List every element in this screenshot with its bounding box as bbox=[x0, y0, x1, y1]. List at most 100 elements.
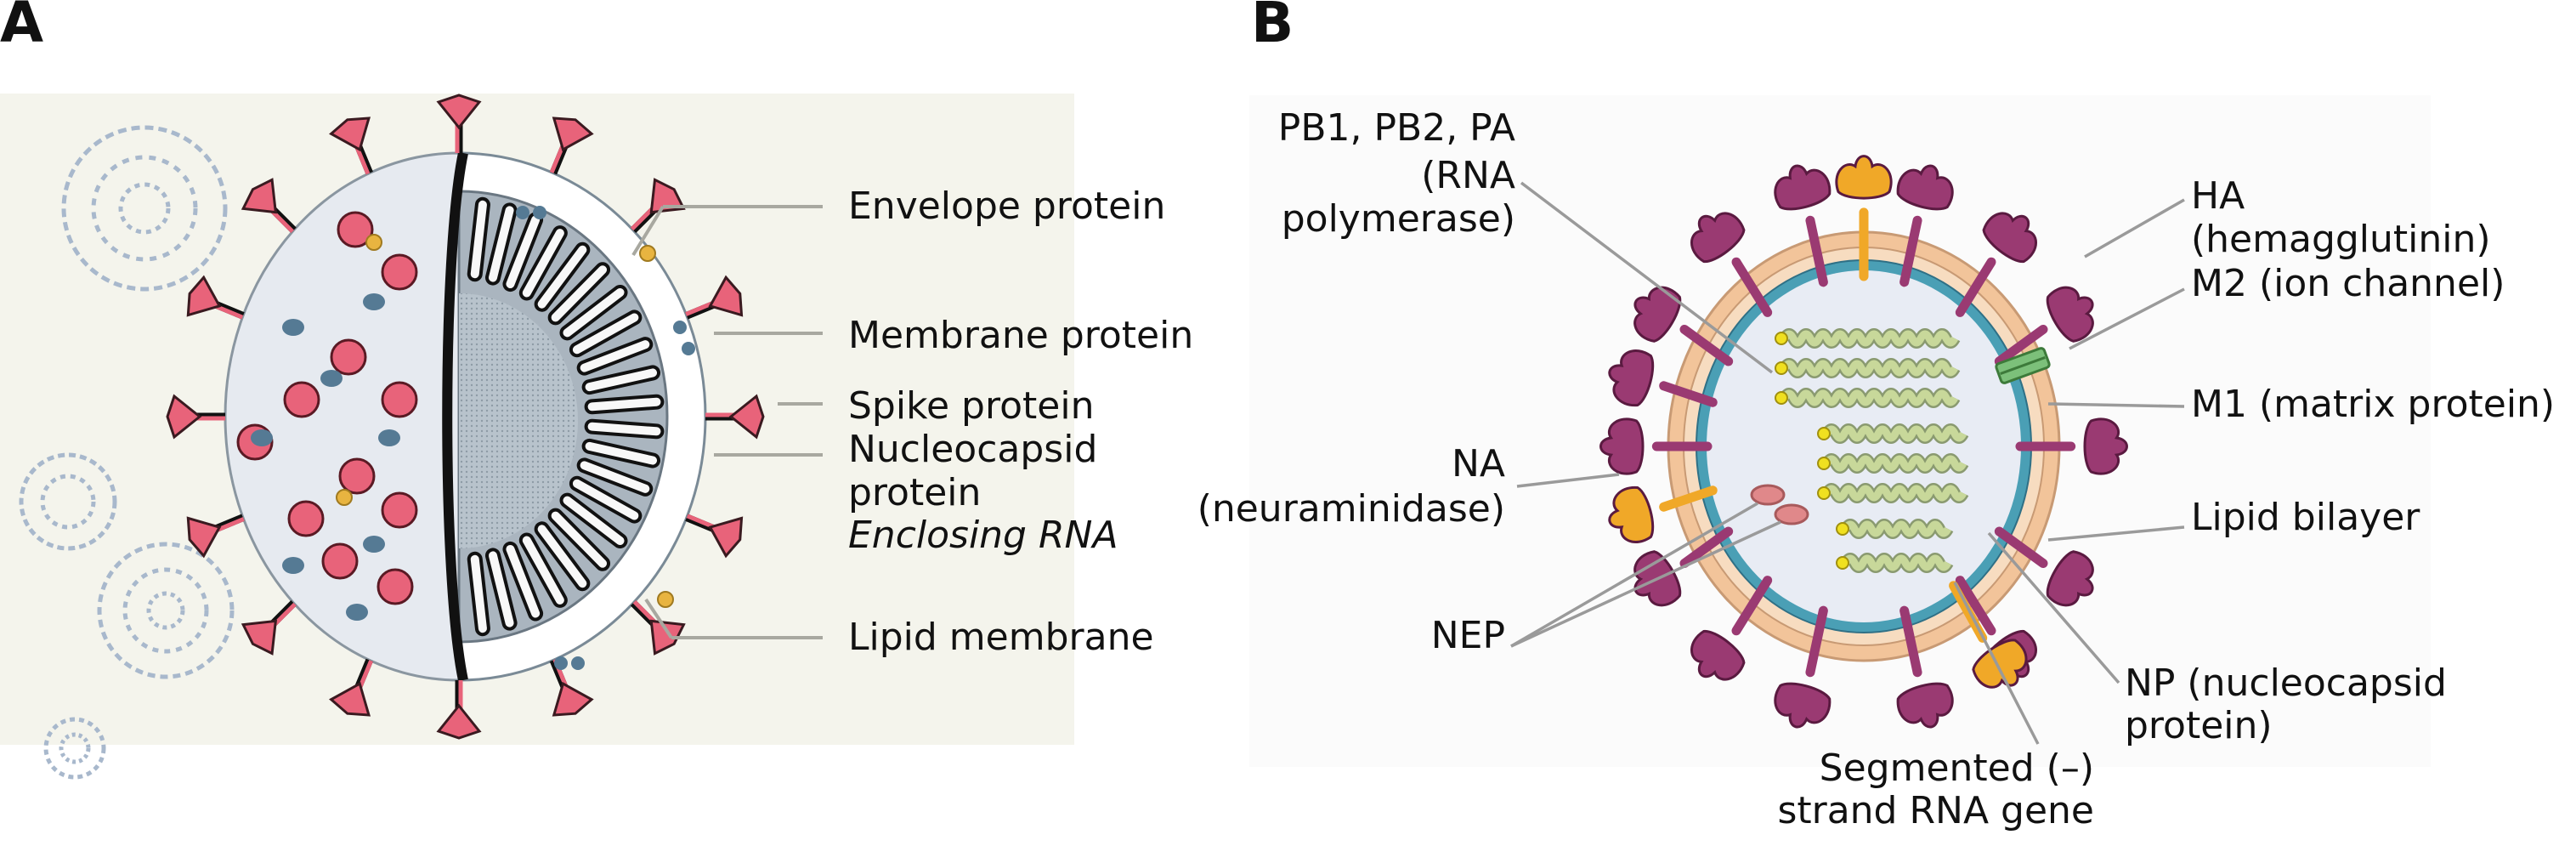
label-m2: M2 (ion channel) bbox=[2191, 262, 2505, 305]
neuraminidase-head bbox=[1972, 639, 2028, 689]
rna-segment bbox=[1842, 520, 1952, 537]
rna-polymerase-cap bbox=[1836, 556, 1849, 570]
nucleocapsid-ribbon bbox=[518, 225, 568, 301]
spike-protein bbox=[241, 178, 297, 233]
rna-polymerase-cap bbox=[1817, 427, 1831, 440]
nucleocapsid-ribbon bbox=[484, 548, 518, 631]
surface-spike-top bbox=[376, 568, 414, 605]
hemagglutinin-stalk bbox=[1679, 526, 1734, 569]
background-virus-icons bbox=[19, 125, 235, 780]
nucleocapsid-ribbon bbox=[581, 438, 661, 468]
nucleocapsid-ribbon bbox=[584, 418, 665, 440]
spike-protein bbox=[186, 514, 245, 559]
nep-oval-1 bbox=[1750, 484, 1786, 506]
nucleocapsid-ribbon bbox=[559, 284, 628, 341]
hemagglutinin-head bbox=[1774, 164, 1832, 211]
label-np-line2: protein) bbox=[2125, 704, 2273, 747]
neuraminidase-stalk bbox=[1659, 485, 1718, 512]
membrane-and-envelope-proteins bbox=[236, 206, 695, 670]
nucleocapsid-ribbon bbox=[484, 202, 518, 286]
nucleocapsid-ribbon bbox=[534, 241, 591, 312]
nucleocapsid-ribbon bbox=[467, 551, 490, 637]
hemagglutinin-stalk bbox=[1899, 605, 1922, 678]
background-virus-small bbox=[43, 717, 106, 780]
hemagglutinin-stalk bbox=[1994, 526, 2048, 569]
surface-spike-top bbox=[381, 253, 418, 291]
hemagglutinin-stalk bbox=[1731, 576, 1773, 636]
membrane-protein-dot bbox=[363, 293, 385, 310]
membrane-protein-dot bbox=[571, 656, 585, 670]
label-m1: M1 (matrix protein) bbox=[2191, 383, 2556, 426]
membrane-protein-dot bbox=[682, 342, 695, 355]
leader-ha bbox=[2084, 198, 2185, 258]
label-na: NA bbox=[1451, 442, 1505, 485]
rna-segment bbox=[1781, 389, 1959, 406]
hemagglutinin-head bbox=[1690, 629, 1746, 681]
nucleocapsid-ribbon bbox=[547, 262, 611, 326]
envelope-protein-dot bbox=[365, 234, 382, 251]
neuraminidase-head bbox=[1608, 486, 1655, 543]
spike-protein bbox=[186, 275, 245, 320]
hemagglutinin-head bbox=[1690, 212, 1746, 264]
hemagglutinin-stalk bbox=[1805, 215, 1828, 287]
hemagglutinin-stalk bbox=[1679, 324, 1734, 366]
hemagglutinin-stalk bbox=[1659, 381, 1718, 407]
nucleocapsid-ribbon bbox=[467, 196, 490, 282]
rna-segment bbox=[1842, 554, 1952, 571]
rna-segment bbox=[1781, 330, 1959, 347]
label-lipid-bilayer: Lipid bilayer bbox=[2191, 496, 2420, 539]
spike-protein bbox=[436, 680, 482, 740]
label-membrane-protein: Membrane protein bbox=[848, 314, 1194, 357]
m2-ion-channel bbox=[1995, 347, 2051, 384]
hemagglutinin-stalk bbox=[1805, 605, 1828, 678]
nucleocapsid-ribbon bbox=[534, 521, 591, 592]
rna-segments bbox=[1775, 328, 1969, 573]
hemagglutinin-head bbox=[2083, 417, 2128, 475]
rna-polymerase-cap bbox=[1775, 332, 1788, 345]
rna-polymerase-cap bbox=[1775, 391, 1788, 405]
hemagglutinin-head bbox=[1896, 164, 1954, 211]
hemagglutinin-head bbox=[1982, 212, 2038, 264]
virus-core bbox=[459, 293, 578, 548]
nep-oval-2 bbox=[1774, 503, 1809, 525]
background-virus-medium-2 bbox=[97, 542, 235, 679]
label-spike-protein: Spike protein bbox=[848, 384, 1095, 428]
spike-protein bbox=[705, 394, 765, 440]
nucleocapsid-ribbon bbox=[569, 309, 643, 358]
surface-spike-top bbox=[337, 211, 374, 248]
leader-nep-1 bbox=[1510, 502, 1758, 648]
spike-protein bbox=[329, 116, 373, 175]
panel-b-leader-lines bbox=[1510, 181, 2185, 745]
panel-b-letter: B bbox=[1251, 0, 1294, 55]
hemagglutinin-stalk bbox=[1994, 324, 2048, 366]
label-segmented-rna: Segmented (–) bbox=[1819, 747, 2094, 790]
leader-nep-2 bbox=[1510, 520, 1781, 648]
hemagglutinin-head bbox=[1599, 417, 1645, 475]
hemagglutinin-stalk bbox=[1955, 576, 1996, 636]
label-ha: HA bbox=[2191, 174, 2245, 218]
label-ha-line2: (hemagglutinin) bbox=[2191, 218, 2491, 261]
nucleocapsid-ribbon bbox=[576, 457, 654, 497]
panel-a-illustration bbox=[19, 94, 823, 780]
label-na-line2: (neuraminidase) bbox=[1197, 487, 1505, 531]
leader-lipid-diag bbox=[644, 598, 673, 639]
surface-spike-top bbox=[287, 500, 325, 537]
leader-m2 bbox=[2069, 287, 2185, 350]
rna-polymerase-cap bbox=[1775, 361, 1788, 375]
spike-proteins bbox=[166, 94, 765, 740]
spike-protein bbox=[436, 94, 482, 153]
leader-lipid-bilayer bbox=[2047, 525, 2185, 542]
spike-protein bbox=[241, 600, 297, 656]
hemagglutinin-head bbox=[2046, 286, 2094, 343]
leader-na bbox=[1516, 473, 1620, 488]
nucleocapsid-ribbon bbox=[518, 532, 568, 608]
envelope-protein-dot bbox=[336, 489, 353, 506]
rna-segment bbox=[1781, 360, 1959, 377]
membrane-protein-dot bbox=[554, 656, 568, 670]
panel-a-leader-lines bbox=[631, 205, 823, 639]
spike-protein bbox=[166, 394, 225, 440]
virus-cut-edge bbox=[442, 151, 468, 682]
surface-spike-top bbox=[381, 491, 418, 529]
rna-segment bbox=[1823, 455, 1967, 472]
